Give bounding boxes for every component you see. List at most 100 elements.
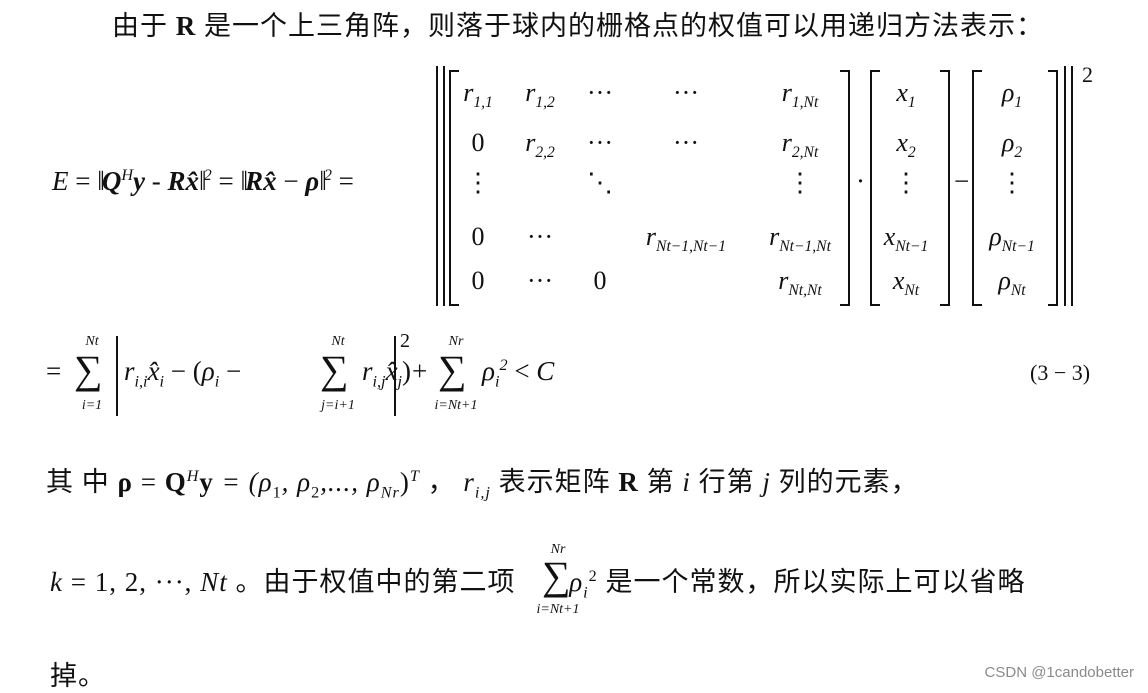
matrix-entry: ··· (527, 266, 553, 296)
equation-number: (3 − 3) (1030, 360, 1091, 385)
y: y (199, 467, 214, 497)
text: 列的元素， (770, 467, 919, 497)
entry-base: ρ (1001, 128, 1015, 157)
entry-base: ⋮ (999, 168, 1025, 197)
entry-base: x (896, 78, 908, 107)
rho-bracket-right (1048, 70, 1058, 306)
entry-subscript: Nt−1 (895, 238, 929, 256)
sub: i,j (372, 372, 386, 391)
entry-base: ⋮ (787, 168, 813, 197)
equation-energy-lhs: E = ‖QHy - Rx̂‖2 = ‖Rx̂ − ρ‖2 = (52, 166, 354, 197)
equals: = (211, 166, 241, 196)
x-vector-entry: x1 (896, 78, 916, 112)
matrix-entry: 0 (472, 128, 485, 158)
power-2: 2 (1082, 62, 1093, 87)
abs-bar-right (394, 336, 396, 416)
tuple-sep: , ρ (281, 467, 312, 497)
xhat-symbol: x̂ (185, 166, 200, 196)
matrix-bracket-left (449, 70, 459, 306)
norm-bar-left (436, 66, 445, 306)
entry-base: r (769, 222, 780, 251)
entry-base: x (896, 128, 908, 157)
equals: = (46, 356, 62, 386)
x-vector-entry: xNt−1 (883, 222, 929, 256)
matrix-entry: ··· (587, 128, 613, 158)
matrix-entry: ··· (673, 78, 699, 108)
sum-upper: Nr (550, 542, 566, 557)
intro-sentence: 由于 R 是一个上三角阵，则落于球内的栅格点的权值可以用递归方法表示： (112, 4, 1044, 43)
entry-subscript: Nt (904, 282, 920, 300)
entry-subscript: 1 (1014, 94, 1023, 112)
sup: 2 (499, 356, 508, 374)
intro-text-pre: 由于 (112, 11, 176, 41)
rho-bracket-left (972, 70, 982, 306)
sum-lower: i=Nt+1 (536, 602, 580, 617)
paragraph-definition: 其 中 ρ = QHy = (ρ1, ρ2,..., ρNr)T ， ri,j … (46, 460, 919, 502)
matrix-entry: rNt,Nt (778, 266, 822, 298)
entry-base: r (781, 128, 792, 157)
R-symbol: R (245, 166, 264, 196)
entry-base: 0 (471, 222, 485, 251)
entry-base: ⋮ (893, 168, 919, 197)
entry-base: 0 (471, 128, 485, 157)
matrix-entry: r2,2 (525, 128, 555, 162)
norm-close: ‖ (199, 166, 206, 196)
rho-vector-entry: ρ1 (1001, 78, 1023, 112)
rho-squared-term: ρi2 < C (482, 356, 554, 389)
entry-base: ··· (527, 222, 553, 251)
minus: − (219, 356, 242, 386)
entry-subscript: 2,2 (535, 144, 555, 162)
sum-upper: Nt (331, 334, 345, 349)
entry-subscript: 2,Nt (791, 144, 819, 162)
intro-text-post: 是一个上三角阵，则落于球内的栅格点的权值可以用递归方法表示： (196, 11, 1044, 41)
x-bracket-right (940, 70, 950, 306)
r: r (463, 467, 475, 497)
sub: i (214, 372, 220, 391)
matrix-entry: rNt−1,Nt (769, 222, 831, 256)
matrix-entry: 0 (472, 222, 485, 252)
sub: 2 (311, 483, 321, 502)
sum-upper: Nr (448, 334, 464, 349)
equals: = (68, 166, 98, 196)
paragraph-end: 掉。 (50, 661, 106, 691)
matrix-entry: ⋮ (787, 168, 813, 198)
text: 。由于权值中的第二项 (227, 567, 524, 597)
matrix-R-symbol: R (175, 11, 197, 41)
entry-base: r (781, 78, 792, 107)
close-paren: ) (402, 356, 412, 386)
close: ) (399, 467, 410, 497)
sum-lower: j=i+1 (321, 398, 355, 413)
entry-subscript: Nt−1,Nt (779, 238, 831, 256)
entry-subscript: 1 (907, 94, 916, 112)
watermark: CSDN @1candobetter (984, 664, 1134, 681)
i: i (682, 467, 691, 497)
rho: ρ (201, 356, 215, 386)
sup: 2 (588, 567, 598, 585)
entry-subscript: Nt (1010, 282, 1026, 300)
sup: H (186, 467, 200, 485)
open-paren: − ( (164, 356, 202, 386)
entry-base: x (883, 222, 896, 251)
entry-base: ρ (1001, 78, 1015, 107)
rho: ρ (569, 567, 584, 597)
minus: - (145, 166, 168, 196)
norm-open: ‖ (240, 166, 247, 196)
text: 行第 (690, 467, 763, 497)
x-bracket-left (870, 70, 880, 306)
entry-subscript: 2 (907, 144, 916, 162)
sub: j (397, 372, 403, 391)
norm-bar-right (1064, 66, 1073, 306)
sum-symbol: ∑ (438, 347, 467, 392)
R: R (618, 467, 639, 497)
less-than: < (507, 356, 537, 386)
dot-operator: · (856, 166, 865, 196)
paragraph-constant-term: k = 1, 2, ···, Nt 。由于权值中的第二项 ρi2 是一个常数，所… (50, 560, 1026, 600)
entry-subscript: 1,Nt (791, 94, 819, 112)
text: ， (419, 467, 464, 497)
power-2: 2 (400, 330, 410, 352)
rho-vector-entry: ρNt−1 (989, 222, 1035, 254)
rho: ρ (482, 356, 495, 386)
entry-base: ρ (998, 266, 1011, 295)
entry-base: r (778, 266, 789, 295)
r: r (362, 356, 373, 386)
